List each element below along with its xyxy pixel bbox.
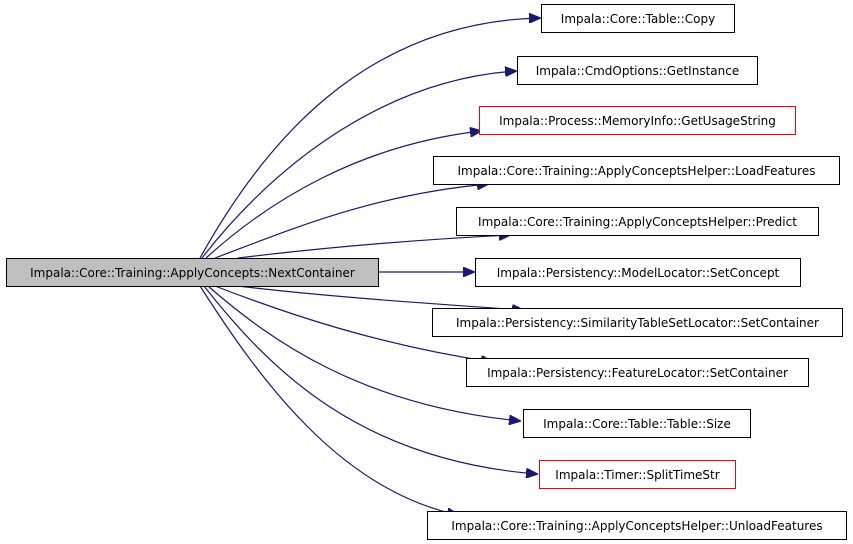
node-label: Impala::Persistency::SimilarityTableSetL… [456, 315, 819, 330]
node-memoryinfo-getusagestring[interactable]: Impala::Process::MemoryInfo::GetUsageStr… [479, 106, 796, 135]
node-similaritytablesetlocator-setcontainer[interactable]: Impala::Persistency::SimilarityTableSetL… [432, 308, 843, 337]
edge-unloadfeatures [199, 285, 458, 515]
node-table-size[interactable]: Impala::Core::Table::Table::Size [523, 409, 751, 438]
node-label: Impala::Timer::SplitTimeStr [555, 467, 720, 482]
node-timer-splittimestr[interactable]: Impala::Timer::SplitTimeStr [539, 460, 736, 489]
edge-getusagestring [205, 131, 481, 259]
node-label: Impala::Core::Training::ApplyConceptsHel… [478, 214, 797, 229]
edge-predict [237, 235, 510, 259]
node-modellocator-setconcept[interactable]: Impala::Persistency::ModelLocator::SetCo… [475, 258, 801, 287]
node-cmdoptions-getinstance[interactable]: Impala::CmdOptions::GetInstance [517, 56, 758, 85]
node-table-copy[interactable]: Impala::Core::Table::Copy [541, 4, 735, 33]
node-loadfeatures[interactable]: Impala::Core::Training::ApplyConceptsHel… [433, 156, 840, 185]
node-label: Impala::Process::MemoryInfo::GetUsageStr… [499, 113, 776, 128]
node-label: Impala::Core::Training::ApplyConceptsHel… [451, 518, 823, 533]
node-label: Impala::Core::Table::Copy [560, 11, 716, 26]
edge-copy [199, 18, 540, 259]
node-unloadfeatures[interactable]: Impala::Core::Training::ApplyConceptsHel… [427, 511, 847, 540]
call-edges [199, 18, 540, 515]
edge-getinstance [201, 71, 516, 259]
node-label: Impala::CmdOptions::GetInstance [535, 63, 740, 78]
edge-size [207, 285, 520, 421]
node-predict[interactable]: Impala::Core::Training::ApplyConceptsHel… [456, 207, 819, 236]
edge-loadfeatures [214, 184, 488, 259]
node-featurelocator-setcontainer[interactable]: Impala::Persistency::FeatureLocator::Set… [466, 358, 809, 387]
node-label: Impala::Core::Training::ApplyConceptsHel… [457, 163, 816, 178]
node-label: Impala::Core::Table::Table::Size [543, 416, 731, 431]
node-label: Impala::Persistency::ModelLocator::SetCo… [496, 265, 780, 280]
edge-featurelocator [214, 285, 492, 362]
node-label: Impala::Persistency::FeatureLocator::Set… [487, 365, 788, 380]
source-node-label: Impala::Core::Training::ApplyConcepts::N… [30, 265, 355, 280]
edge-splittimestr [203, 285, 537, 474]
edge-similaritytable [237, 285, 523, 310]
source-node-nextcontainer: Impala::Core::Training::ApplyConcepts::N… [6, 258, 379, 287]
